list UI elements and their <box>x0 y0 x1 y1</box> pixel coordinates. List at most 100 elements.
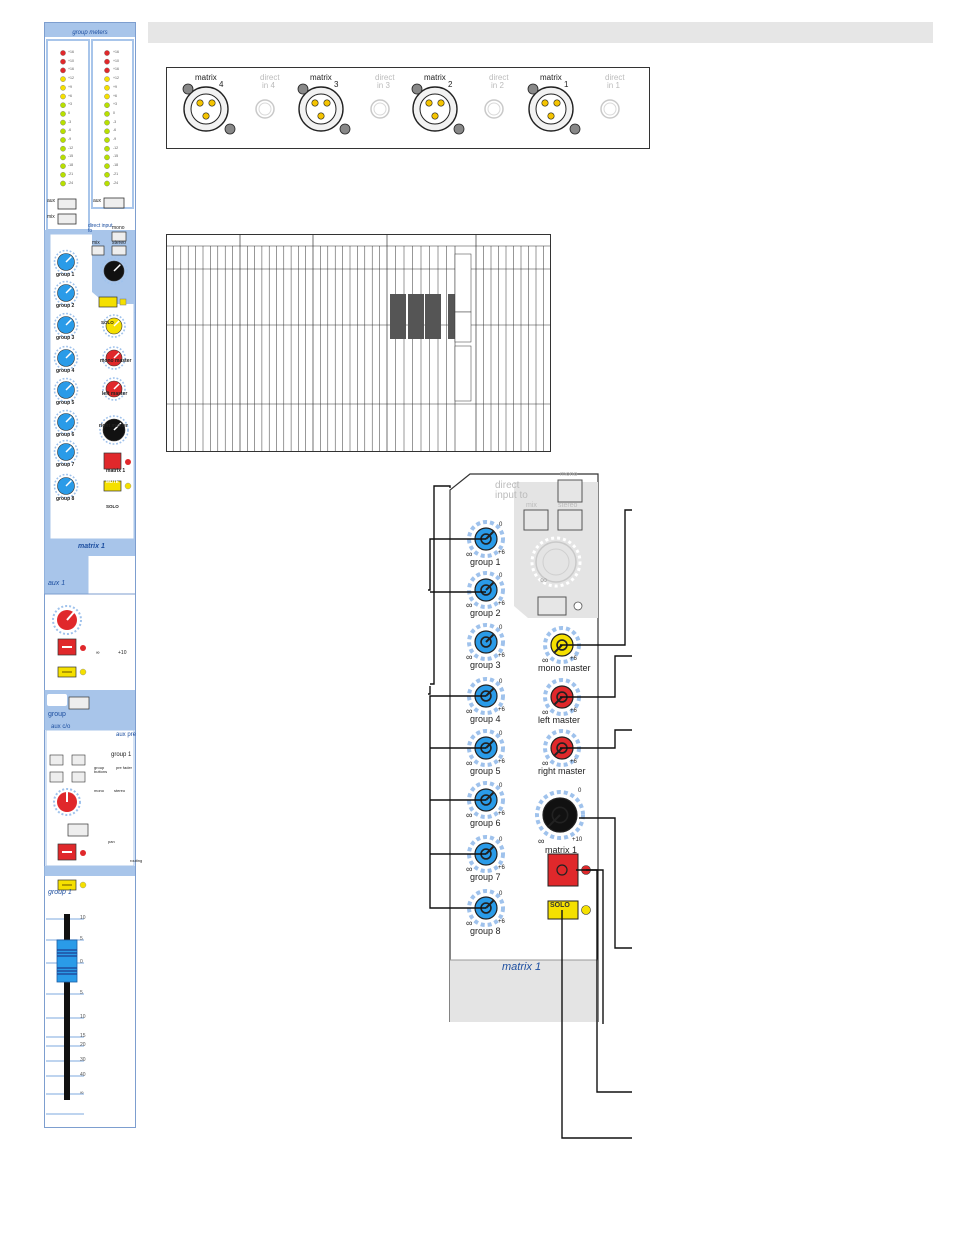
detail-solo-button[interactable] <box>547 900 579 920</box>
detail-mix-label: mix <box>526 502 537 509</box>
detail-group-knob-1-pointer <box>485 530 495 540</box>
meter-scale-right: -15 <box>113 154 119 159</box>
meter-led-left <box>60 137 66 143</box>
strip-mono-master-knob-pointer <box>113 320 120 327</box>
detail-group-knob-2-scale <box>467 571 505 609</box>
meter-scale-right: -21 <box>113 171 119 176</box>
meter-mix-button[interactable] <box>57 213 77 225</box>
meter-scale-right: -18 <box>113 163 119 168</box>
meter-scale-right: -6 <box>113 128 117 133</box>
detail-solo-label: SOLO <box>550 902 570 909</box>
direct-in-number: in 3 <box>377 81 390 90</box>
meter-aux-button-2[interactable] <box>103 197 125 209</box>
meter-scale-right: +12 <box>113 76 119 81</box>
fader-scale-mark: 0 <box>80 959 83 965</box>
detail-master-scale-min: ∞ <box>542 707 549 717</box>
detail-group-knob-2-pointer <box>485 581 495 591</box>
fader-scale-mark: 30 <box>80 1057 86 1063</box>
detail-direct-knob-min: ∞ <box>540 575 548 586</box>
xlr-number-label: 2 <box>448 80 453 89</box>
detail-group-scale-top: 0 <box>499 522 503 528</box>
strip-solo-label-2: SOLO <box>106 504 119 509</box>
xlr-connector-3 <box>411 83 465 135</box>
detail-group-label-7: group 7 <box>470 872 501 882</box>
fader-scale-mark: 15 <box>80 1033 86 1039</box>
detail-group-scale-min: ∞ <box>466 706 473 716</box>
detail-mute-button[interactable] <box>547 853 579 887</box>
detail-group-scale-max: +6 <box>498 865 505 871</box>
detail-group-scale-min: ∞ <box>466 758 473 768</box>
detail-group-scale-min: ∞ <box>466 810 473 820</box>
meter-led-right <box>104 154 110 161</box>
detail-group-scale-max: +6 <box>498 707 505 713</box>
meter-scale-right: -24 <box>113 180 119 185</box>
detail-group-knob-8-pointer <box>485 899 495 909</box>
meter-scale-left: +10 <box>68 58 74 63</box>
meter-scale-right: -9 <box>113 137 117 141</box>
strip-group-mono-label: mono <box>94 788 105 793</box>
meter-scale-left: -18 <box>68 163 74 168</box>
strip-left-master-label: left master <box>102 391 128 397</box>
strip-mute-button[interactable] <box>103 452 122 470</box>
direct-in-label: direct <box>260 73 280 82</box>
fader-scale-mark: 10 <box>80 915 86 921</box>
strip-right-master-knob-pointer <box>113 383 120 390</box>
detail-group-scale-min: ∞ <box>466 652 473 662</box>
meter-scale-right: +16 <box>113 50 119 54</box>
strip-solo-button[interactable] <box>103 480 122 492</box>
detail-group-knob-7-pointer <box>485 845 495 855</box>
meter-led-left <box>60 67 66 74</box>
strip-matrix-title: matrix 1 <box>78 543 105 550</box>
strip-group-knob-7-pointer <box>65 446 72 453</box>
detail-matrix-knob-scale <box>535 790 585 840</box>
fader-scale-mark: 5 <box>80 990 83 996</box>
fader-track <box>64 914 70 1100</box>
detail-right-master-knob-pointer <box>553 747 563 757</box>
meter-scale-left: 0 <box>68 110 70 115</box>
detail-group-scale-max: +6 <box>498 759 505 765</box>
strip-group-knob-1-scale <box>53 249 79 275</box>
fader-scale-mark: ∞ <box>80 1090 84 1096</box>
strip-group-knob-6-scale <box>53 409 79 435</box>
detail-group-scale-max: +6 <box>498 601 505 607</box>
strip-matrix-knob-pointer <box>113 422 122 431</box>
detail-matrix-scale-min: ∞ <box>538 836 545 846</box>
meter-led-right <box>104 50 110 56</box>
meter-led-left <box>60 85 66 91</box>
aux-knob-max: +10 <box>118 650 127 656</box>
strip-group-knob-2-scale <box>53 280 79 306</box>
pre-fader-label: pre fader <box>116 765 133 770</box>
meter-aux-label-2: aux <box>93 198 102 204</box>
meter-scale-right: 0 <box>113 110 115 115</box>
direct-in-number: in 4 <box>262 81 275 90</box>
meter-aux-button[interactable] <box>57 198 77 210</box>
header-bar <box>148 22 933 43</box>
meter-scale-left: -24 <box>68 180 74 185</box>
fader-cap[interactable] <box>56 939 78 983</box>
strip-direct-input-label: direct input to <box>88 223 113 234</box>
strip-left-master-knob-scale <box>102 346 126 370</box>
strip-group-label-4: group 4 <box>56 368 75 374</box>
detail-mono-label: mono <box>560 471 578 478</box>
meter-led-right <box>104 67 110 74</box>
direct-in-label: direct <box>375 73 395 82</box>
xlr-matrix-label: matrix <box>195 73 217 82</box>
meter-led-right <box>104 93 110 100</box>
meter-scale-left: +12 <box>68 76 74 81</box>
strip-group-knob-7-scale <box>53 439 79 465</box>
meter-scale-left: -15 <box>68 154 74 159</box>
meter-led-right <box>104 58 110 65</box>
detail-group-knob-6-scale <box>467 781 505 819</box>
strip-group-knob-5-scale <box>53 377 79 403</box>
meter-aux-label: aux <box>47 198 56 204</box>
strip-group-knob-8-scale <box>53 473 79 499</box>
group-meters-title: group meters <box>72 30 108 36</box>
channel-strip: group meters aux mix aux direct input to… <box>44 22 142 1128</box>
detail-group-scale-top: 0 <box>499 837 503 843</box>
strip-group-title: group 1 <box>48 889 72 896</box>
strip-solo-top[interactable] <box>98 296 118 308</box>
fader-scale-mark: 20 <box>80 1042 86 1048</box>
detail-group-scale-top: 0 <box>499 679 503 685</box>
detail-title: matrix 1 <box>502 961 542 973</box>
